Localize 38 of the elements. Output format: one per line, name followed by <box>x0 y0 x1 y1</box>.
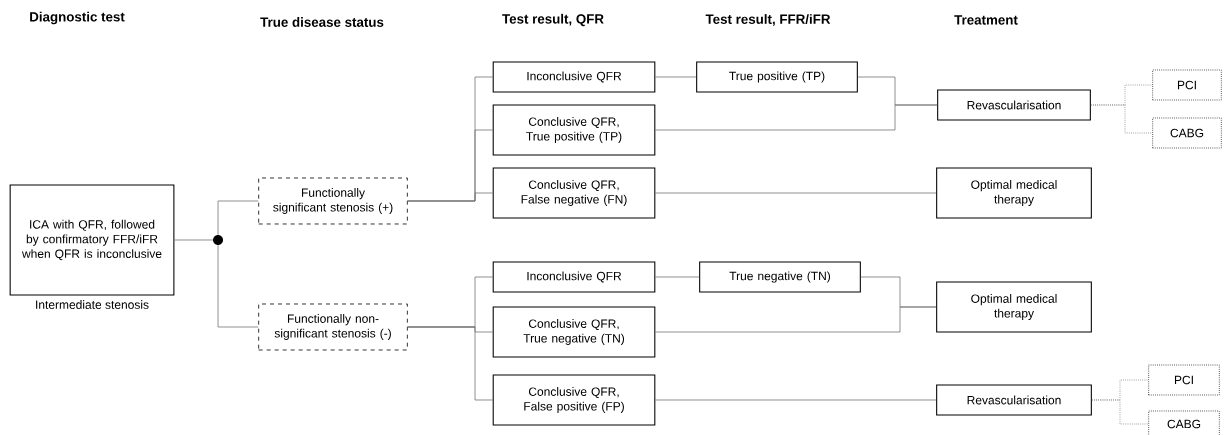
column-heading: Treatment <box>954 15 1018 25</box>
status-box: Functionally significant stenosis (+) <box>258 177 408 225</box>
connector-line <box>654 399 937 401</box>
connector-line <box>1090 104 1153 134</box>
column-heading: True disease status <box>260 17 384 27</box>
treatment-option-box: PCI <box>1152 69 1222 101</box>
connector-line <box>407 192 494 202</box>
process-box: Inconclusive QFR <box>492 261 656 293</box>
treatment-option-box: CABG <box>1148 410 1220 435</box>
process-box: Conclusive QFR, True negative (TN) <box>492 306 656 358</box>
process-box: Conclusive QFR, False negative (FN) <box>492 167 656 219</box>
status-box: Functionally non-significant stenosis (-) <box>258 303 408 351</box>
connector-line <box>407 326 494 401</box>
process-box: True positive (TP) <box>696 61 858 93</box>
column-heading: Test result, QFR <box>502 13 604 27</box>
treatment-option-box: CABG <box>1152 117 1222 149</box>
process-box: True negative (TN) <box>699 261 861 293</box>
connector-line <box>217 200 259 236</box>
process-box: Revascularisation <box>937 89 1091 121</box>
process-box: ICA with QFR, followed by confirmatory FFR/iFR when QFR is inconclusive <box>9 184 175 296</box>
treatment-option-box: PCI <box>1148 364 1220 396</box>
connector-line <box>1091 399 1149 425</box>
connector-line <box>174 239 214 241</box>
connector-line <box>654 192 937 194</box>
connector-line <box>654 104 938 131</box>
connector-line <box>654 306 937 333</box>
process-box: Conclusive QFR, False positive (FP) <box>492 374 656 426</box>
connector-line <box>217 244 259 328</box>
process-box: Conclusive QFR, True positive (TP) <box>492 104 656 156</box>
connector-line <box>654 76 697 78</box>
process-box: Inconclusive QFR <box>492 61 656 93</box>
process-box: Optimal medical therapy <box>936 167 1092 219</box>
column-heading: Test result, FFR/iFR <box>705 14 831 26</box>
process-box: Revascularisation <box>936 384 1092 416</box>
column-heading: Diagnostic test <box>30 11 125 25</box>
node-caption: Intermediate stenosis <box>36 300 149 309</box>
connector-line <box>654 276 700 278</box>
process-box: Optimal medical therapy <box>936 281 1092 333</box>
